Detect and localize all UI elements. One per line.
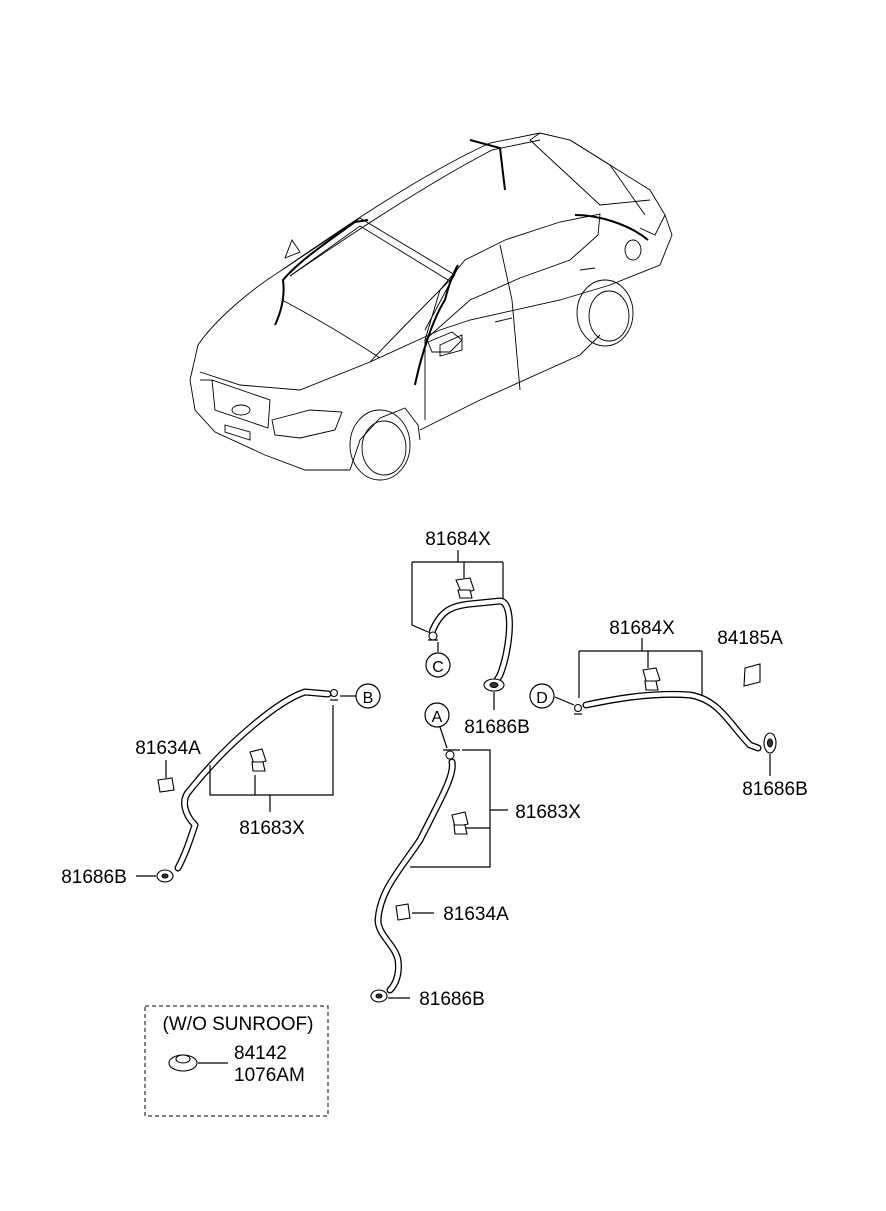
callout-81686b-center-bottom: 81686B	[419, 989, 485, 1010]
inset-part-1: 84142	[234, 1043, 287, 1064]
inset-title: (W/O SUNROOF)	[163, 1014, 314, 1035]
callout-81634a-left: 81634A	[135, 738, 201, 759]
marker-a: A	[432, 709, 443, 726]
top-center-group: 81684X C 81686B	[411, 529, 530, 738]
callout-81686b-center-top: 81686B	[464, 717, 530, 738]
callout-81634a-center: 81634A	[443, 904, 509, 925]
callout-81683x-center: 81683X	[515, 802, 581, 823]
marker-c: C	[432, 659, 444, 676]
marker-d: D	[536, 690, 548, 707]
inset-part-2: 1076AM	[234, 1065, 305, 1086]
marker-b: B	[363, 690, 374, 707]
callout-81683x-left: 81683X	[239, 818, 305, 839]
callout-81686b-left: 81686B	[61, 867, 127, 888]
inset-wo-sunroof: (W/O SUNROOF) 84142 1076AM	[144, 1005, 329, 1117]
center-group: A 81683X 81634A 81686B	[370, 702, 581, 1010]
left-group: B 81634A 81683X 81686B	[61, 683, 381, 888]
callout-81684x-top: 81684X	[425, 529, 491, 550]
right-group: 81684X D 84185A 81686B	[529, 618, 808, 800]
callout-84185a: 84185A	[717, 628, 783, 649]
callout-81684x-right: 81684X	[609, 618, 675, 639]
car-illustration	[189, 132, 673, 481]
callout-81686b-right: 81686B	[742, 779, 808, 800]
